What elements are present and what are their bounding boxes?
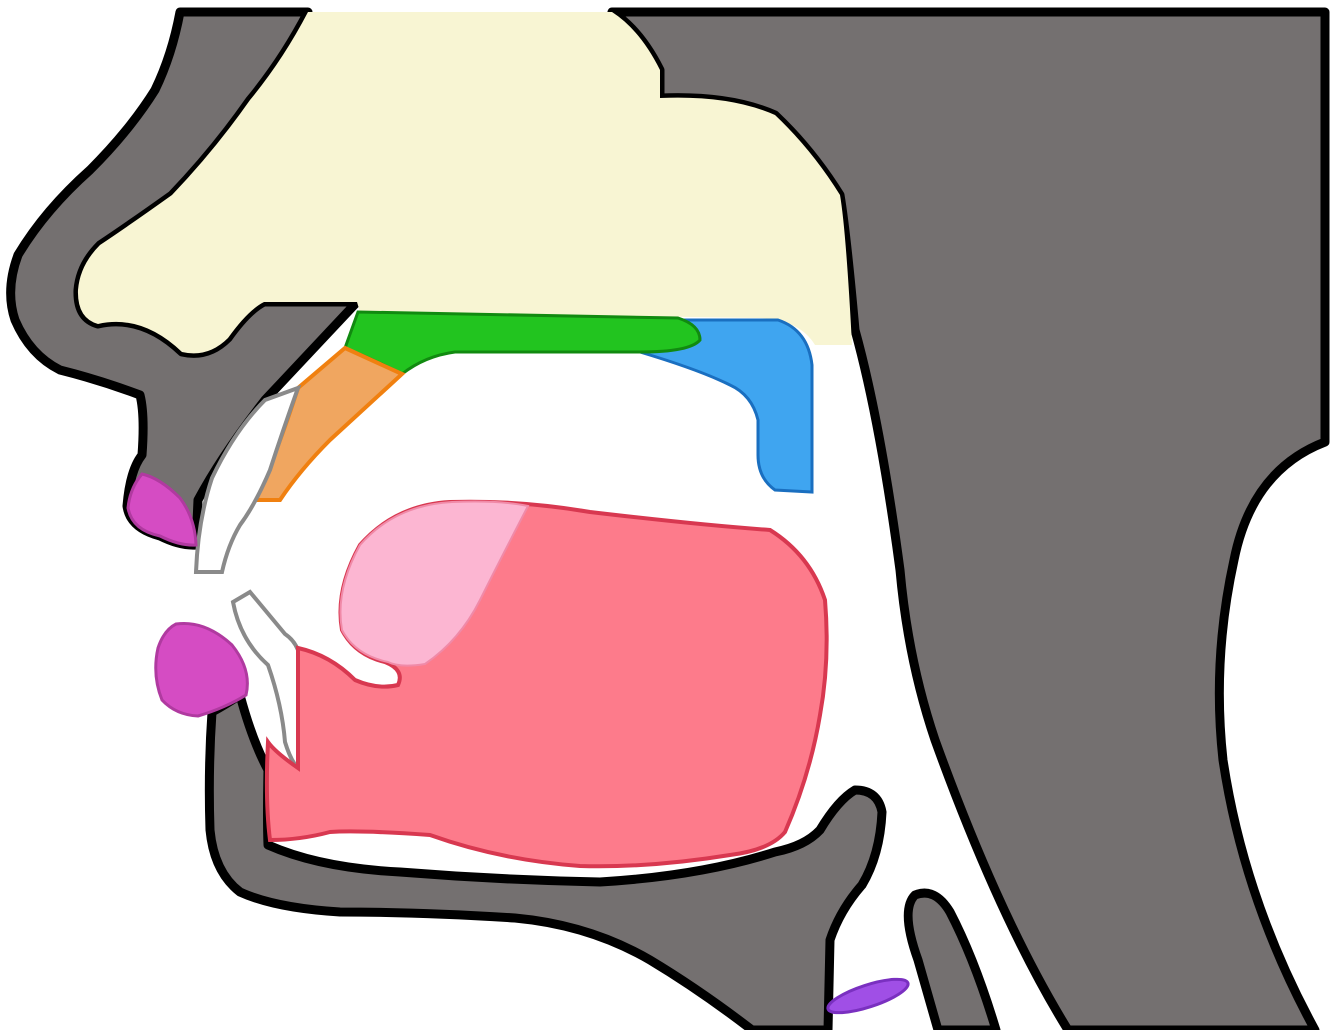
vocal-tract-diagram (0, 0, 1330, 1030)
